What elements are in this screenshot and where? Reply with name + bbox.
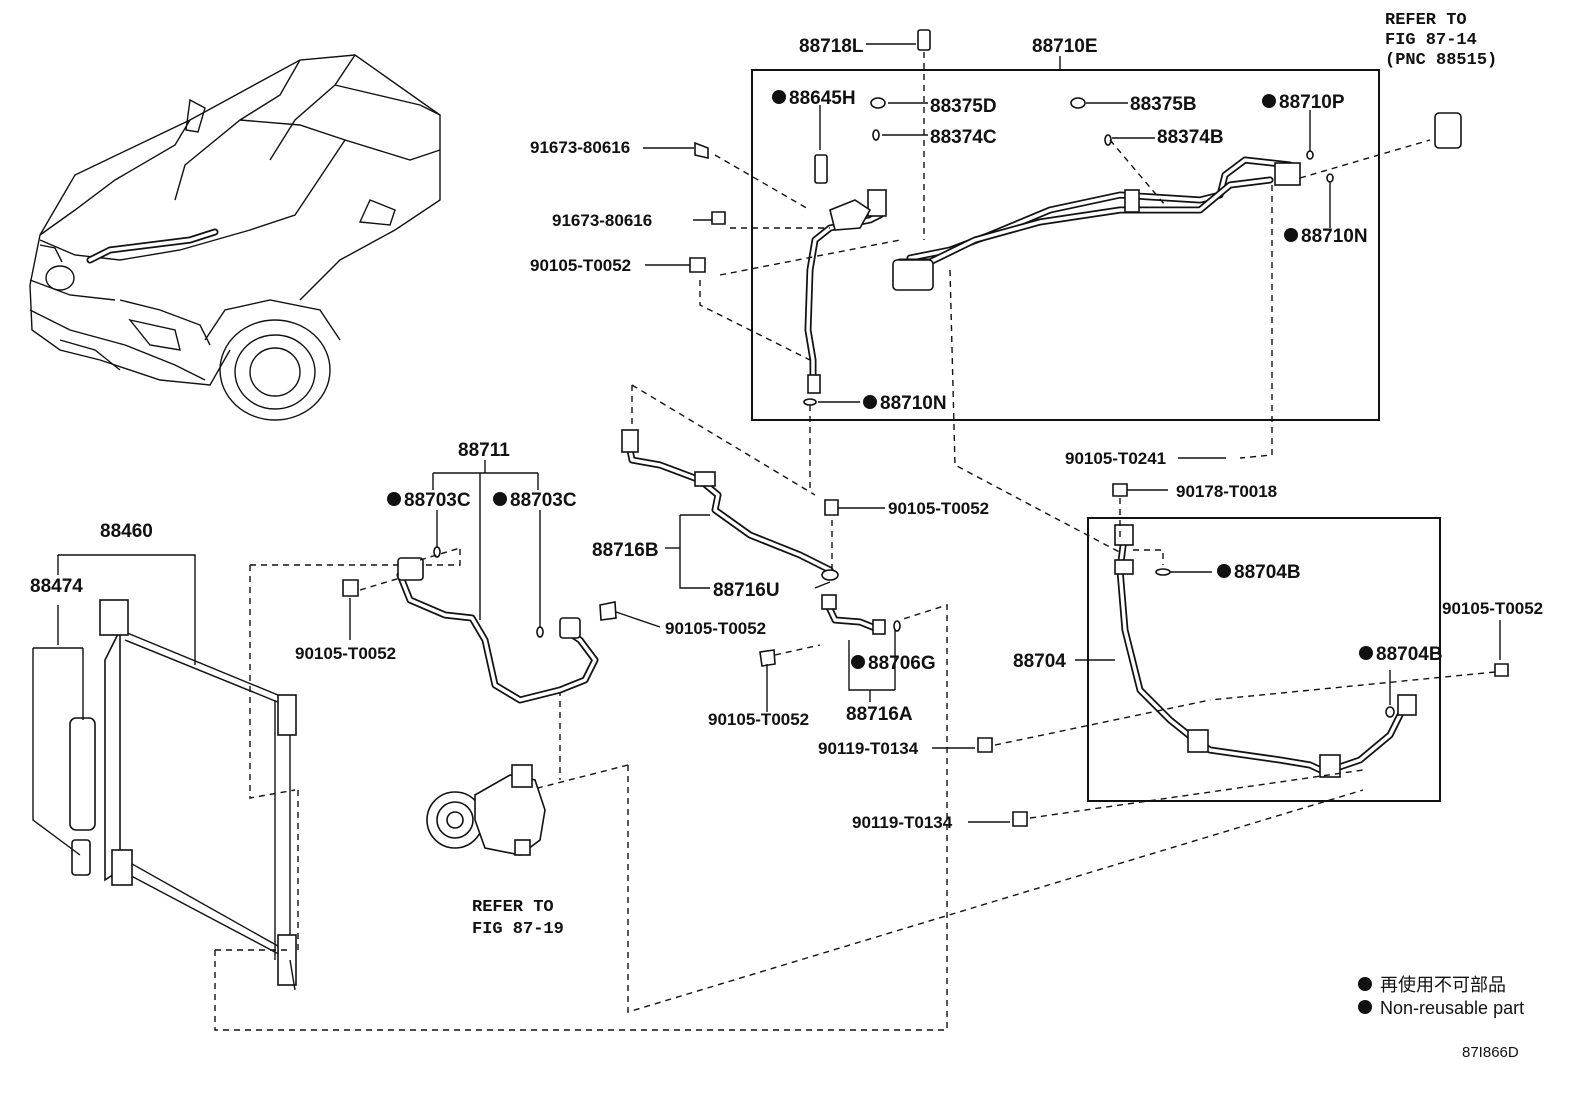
condenser-88460 [69,599,297,991]
label-88710E: 88710E [1032,36,1098,57]
label-88460: 88460 [100,521,153,542]
label-88645H: 88645H [789,88,856,109]
label-88716B: 88716B [592,540,659,561]
legend-dot [1358,977,1372,991]
pipe-88716A [759,499,901,667]
non-reusable-marker [1284,228,1298,242]
dash-compressor-link [529,764,629,791]
ref-note-top-line3: (PNC 88515) [1385,51,1497,70]
non-reusable-marker [493,492,507,506]
legend-english: Non-reusable part [1380,998,1524,1018]
pipe-88710E [804,156,1301,394]
label-88716U: 88716U [713,580,780,601]
legend-japanese: 再使用不可部品 [1380,975,1506,995]
pipe-88704 [977,483,1509,827]
label-91673-80616-b: 91673-80616 [552,211,652,230]
dashed-leaders-upper [699,52,1431,556]
label-90105-T0052-e: 90105-T0052 [1442,599,1543,618]
label-88710N-bottom: 88710N [880,393,947,414]
label-88704: 88704 [1013,651,1066,672]
label-90105-T0052-f: 90105-T0052 [708,710,809,729]
leaders-condenser [32,554,196,856]
non-reusable-marker [1359,646,1373,660]
leaders-88716 [631,384,896,712]
dash-condenser-left [249,565,296,799]
leaders-88711 [349,460,661,640]
label-88718L: 88718L [799,36,864,57]
label-88474: 88474 [30,576,83,597]
label-88704B-a: 88704B [1234,562,1301,583]
non-reusable-marker [851,655,865,669]
leaders-upper [643,43,1331,459]
label-88374B: 88374B [1157,127,1224,148]
label-88703C-a: 88703C [404,490,471,511]
dash-bottom-frame [214,604,948,1031]
label-90105-T0052-c: 90105-T0052 [665,619,766,638]
ref-note-top-line1: REFER TO [1385,11,1467,30]
non-reusable-marker [1217,564,1231,578]
legend: 再使用不可部品 Non-reusable part [1358,975,1524,1018]
legend-dot [1358,1000,1372,1014]
label-88375D: 88375D [930,96,997,117]
non-reusable-marker [772,90,786,104]
label-90119-T0134-b: 90119-T0134 [852,813,953,832]
label-90105-T0052-d: 90105-T0052 [888,499,989,518]
dash-condenser-top [250,548,461,566]
label-88711: 88711 [458,440,510,461]
ref-note-top-line2: FIG 87-14 [1385,31,1477,50]
label-88706G: 88706G [868,653,936,674]
label-88710N-right: 88710N [1301,226,1368,247]
label-90105-T0052-a: 90105-T0052 [530,256,631,275]
ref-note-compressor-line2: FIG 87-19 [472,920,564,939]
label-88704B-b: 88704B [1376,644,1443,665]
ref-note-compressor-line1: REFER TO [472,898,554,917]
label-88375B: 88375B [1130,94,1197,115]
label-88374C: 88374C [930,127,997,148]
label-91673-80616-a: 91673-80616 [530,138,630,157]
leaders-88704 [932,489,1501,823]
non-reusable-marker [863,395,877,409]
non-reusable-marker [387,492,401,506]
vehicle-illustration [29,54,441,421]
label-90105-T0241: 90105-T0241 [1065,449,1166,468]
diagram-code: 87I866D [1462,1044,1519,1061]
label-88703C-b: 88703C [510,490,577,511]
dash-compressor-frame [627,765,1364,1013]
compressor [426,764,546,856]
non-reusable-marker [1262,94,1276,108]
pipe-88711 [342,546,617,704]
label-88710P: 88710P [1279,92,1345,113]
label-90105-T0052-b: 90105-T0052 [295,644,396,663]
label-88716A: 88716A [846,704,913,725]
fittings-upper [689,29,1462,406]
label-90178-T0018: 90178-T0018 [1176,482,1277,501]
assembly-box-88710E [751,69,1380,421]
label-90119-T0134-a: 90119-T0134 [818,739,919,758]
pipe-88716B [621,429,839,581]
